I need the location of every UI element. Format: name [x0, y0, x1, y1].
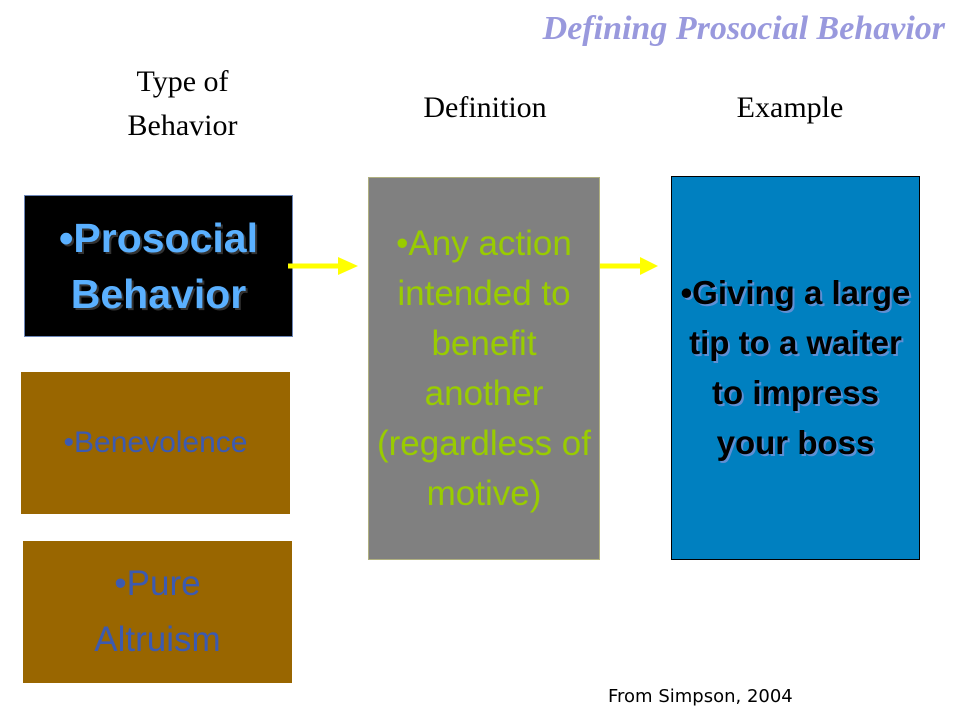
pure-altruism-box: •Pure Altruism: [23, 541, 292, 683]
benevolence-label: •Benevolence: [63, 426, 248, 459]
example-header-text: Example: [736, 91, 844, 124]
definition-header: Definition: [395, 86, 575, 130]
type-of-behavior-header-text: Type of Behavior: [127, 65, 238, 142]
source-citation: From Simpson, 2004: [608, 686, 793, 707]
pure-altruism-line2: Altruism: [94, 620, 221, 659]
example-text: •Giving a large tip to a waiter to impre…: [680, 274, 911, 461]
arrow-right-icon: [288, 257, 358, 275]
slide-title: Defining Prosocial Behavior: [542, 10, 945, 47]
definition-box: •Any action intended to benefit another …: [368, 177, 600, 560]
definition-text: •Any action intended to benefit another …: [377, 223, 591, 513]
example-box: •Giving a large tip to a waiter to impre…: [671, 176, 920, 560]
type-of-behavior-header: Type of Behavior: [100, 60, 265, 148]
definition-header-text: Definition: [423, 91, 547, 124]
pure-altruism-line1: •Pure: [114, 564, 201, 603]
prosocial-behavior-box: •Prosocial Behavior: [24, 195, 293, 337]
prosocial-line2: Behavior: [70, 271, 247, 317]
arrow-right-icon: [600, 257, 658, 275]
benevolence-box: •Benevolence: [21, 372, 290, 514]
prosocial-line1: •Prosocial: [59, 215, 258, 261]
example-header: Example: [710, 86, 870, 130]
